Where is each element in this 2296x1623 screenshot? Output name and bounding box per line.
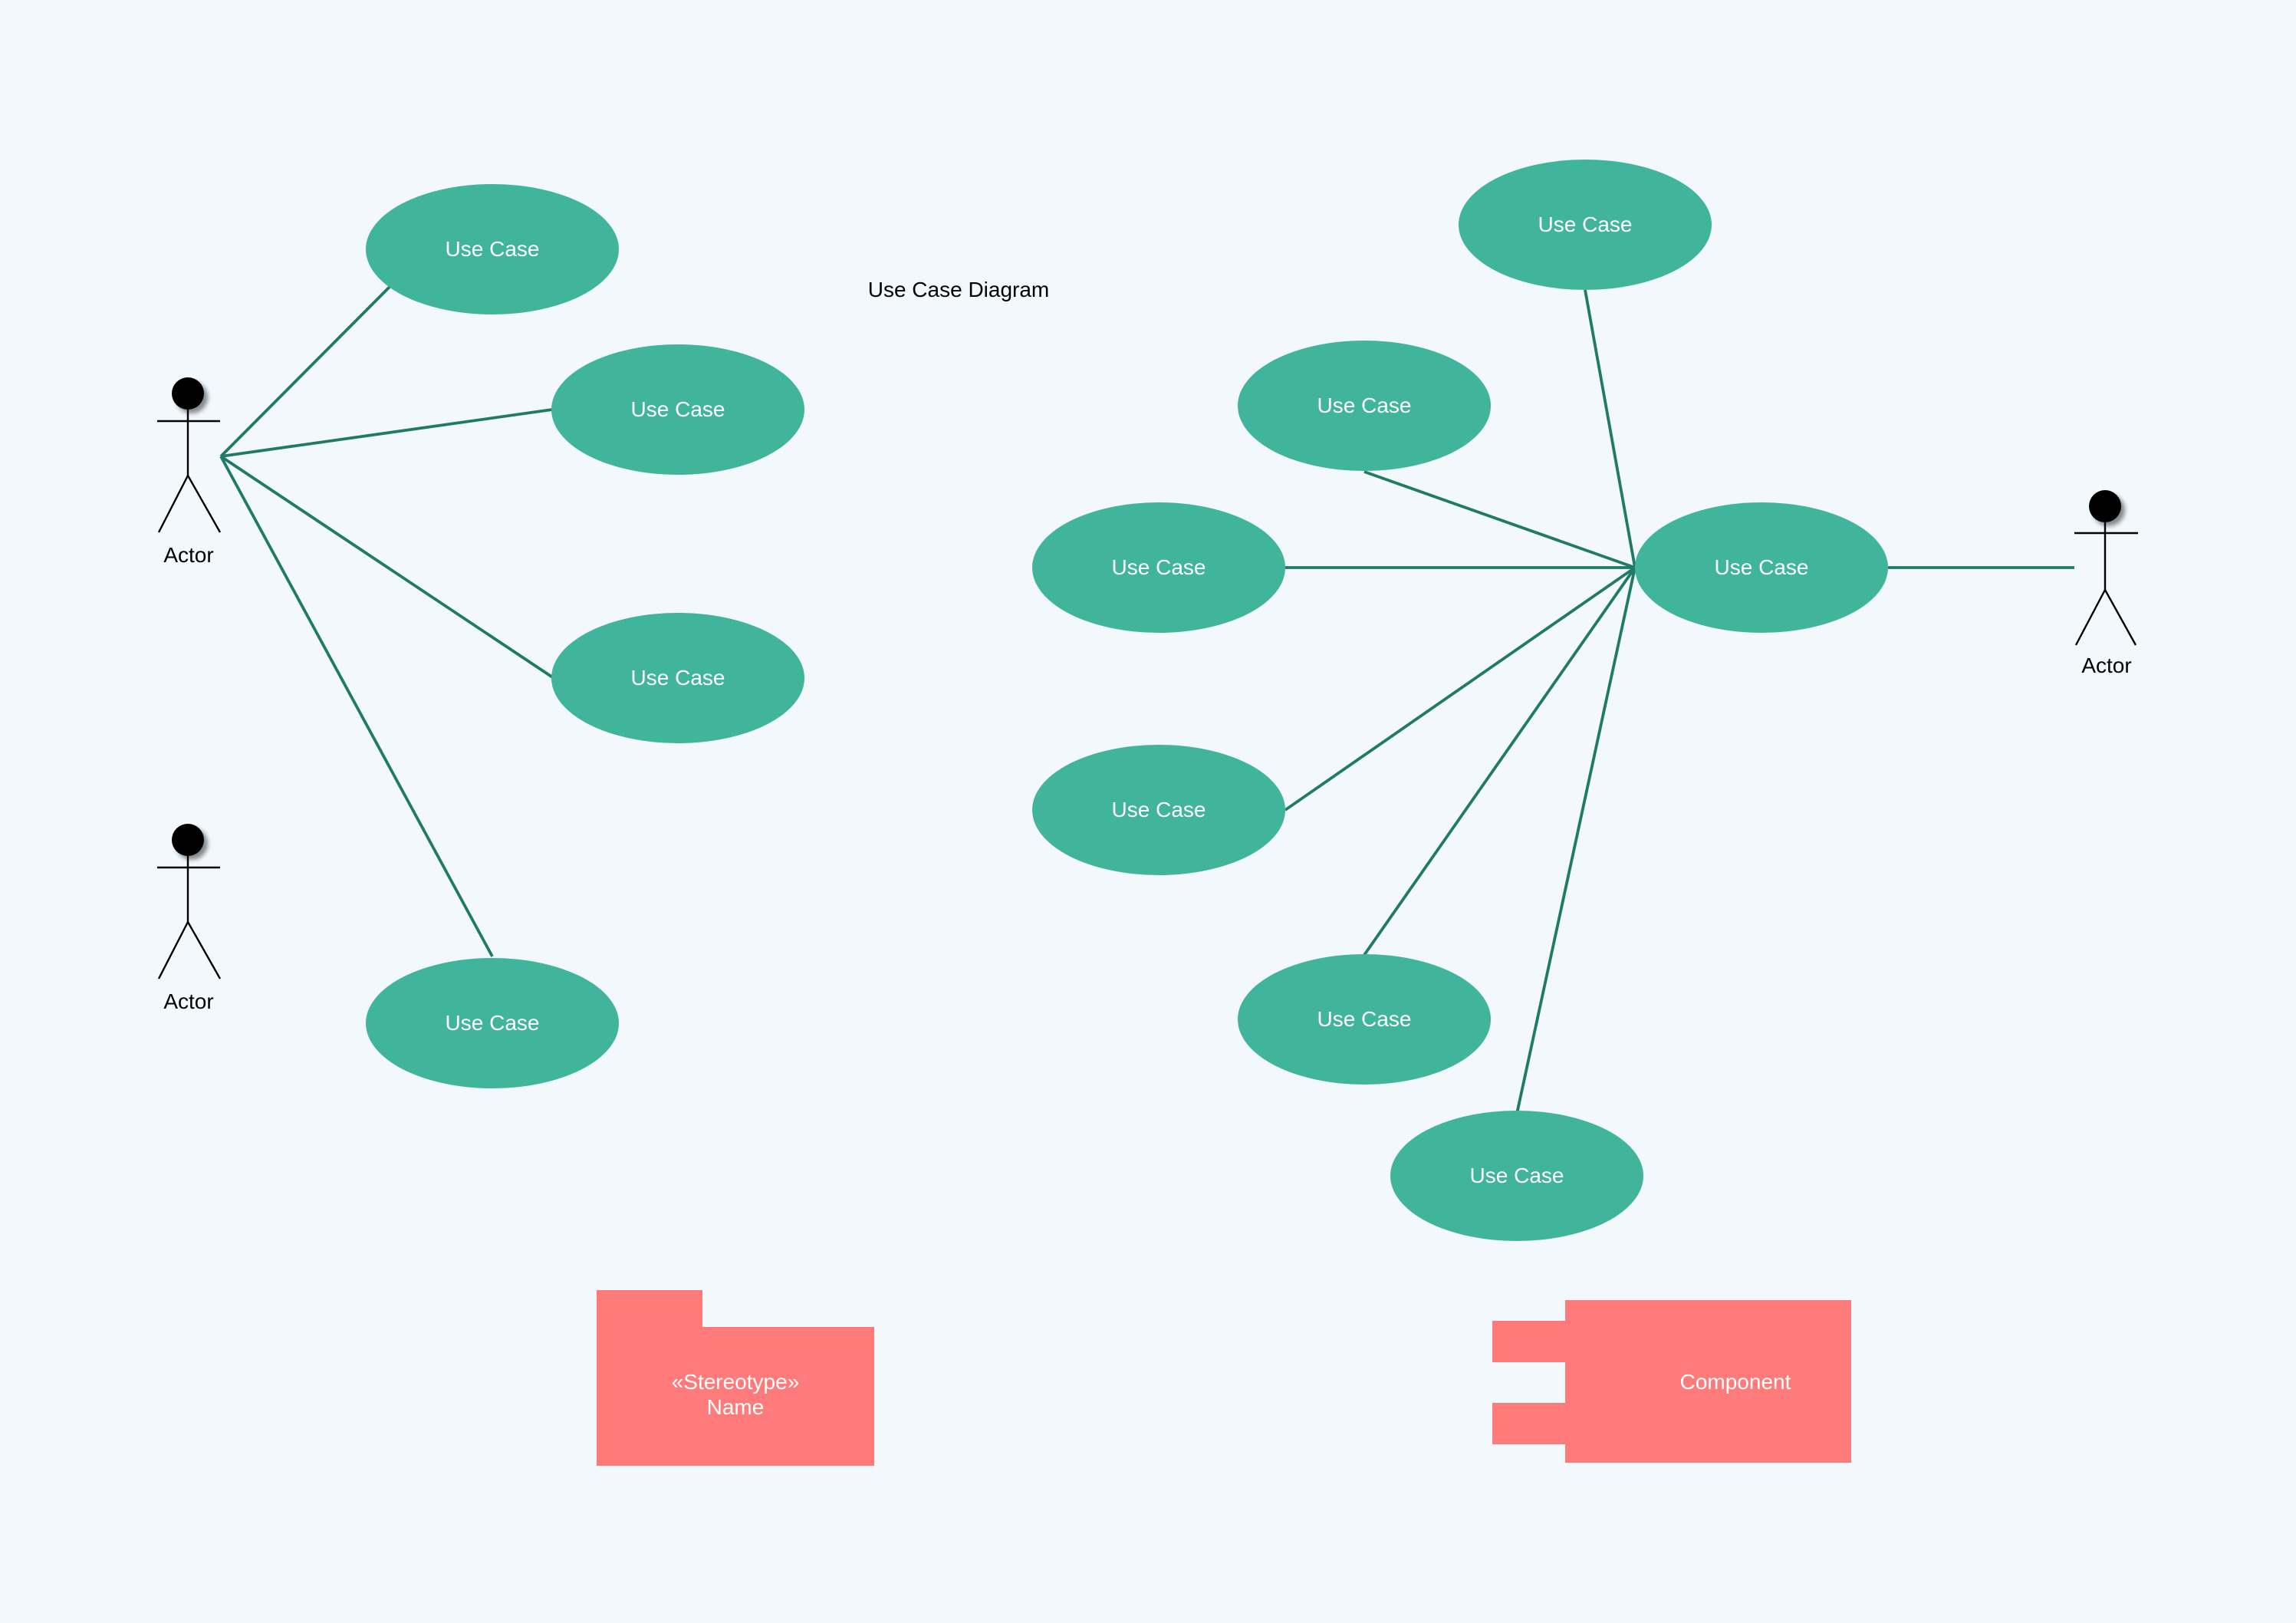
use-case-ellipse: [551, 613, 804, 743]
use-case-label: Use Case: [446, 237, 540, 261]
package-stereotype: «Stereotype»: [672, 1370, 800, 1394]
association-line[interactable]: [219, 455, 555, 680]
use-case[interactable]: Use Case: [1238, 341, 1491, 471]
use-case-label: Use Case: [1112, 798, 1206, 821]
use-case-label: Use Case: [1538, 212, 1633, 236]
actor-figure[interactable]: Actor: [157, 824, 222, 1013]
association-line[interactable]: [220, 408, 553, 458]
use-case-label: Use Case: [1112, 555, 1206, 579]
use-case-ellipse: [1635, 502, 1888, 633]
component[interactable]: Component: [1492, 1300, 1851, 1463]
actor-head-icon: [2089, 490, 2121, 522]
use-case-ellipse: [1390, 1111, 1643, 1241]
actor-left-leg: [157, 475, 189, 533]
use-case-label: Use Case: [631, 397, 725, 421]
use-case[interactable]: Use Case: [1635, 502, 1888, 633]
component-port-bottom: [1492, 1403, 1565, 1444]
package-body: [597, 1327, 874, 1466]
actor-label: Actor: [163, 989, 213, 1013]
association-line[interactable]: [1515, 567, 1636, 1114]
actor-right-leg: [186, 921, 222, 979]
use-case-ellipse: [551, 344, 804, 475]
actor-figure[interactable]: Actor: [2074, 490, 2138, 677]
use-case[interactable]: Use Case: [366, 184, 619, 314]
use-case-ellipse: [366, 958, 619, 1088]
use-case-ellipse: [366, 184, 619, 314]
use-case-label: Use Case: [446, 1011, 540, 1035]
association-line[interactable]: [1363, 470, 1636, 569]
component-label: Component: [1680, 1370, 1791, 1394]
actor-right-leg: [186, 475, 222, 533]
actor-figure[interactable]: Actor: [157, 377, 222, 567]
association-line[interactable]: [1284, 566, 1636, 812]
package[interactable]: «Stereotype» Name: [597, 1290, 874, 1466]
component-port-top: [1492, 1321, 1565, 1362]
actor-left-leg: [2074, 589, 2107, 646]
actor-right-leg: [2104, 589, 2137, 646]
use-case-ellipse: [1459, 160, 1712, 290]
use-case-label: Use Case: [1715, 555, 1809, 579]
use-case[interactable]: Use Case: [551, 344, 804, 475]
use-case-ellipse: [1238, 341, 1491, 471]
actor-head-icon: [172, 377, 204, 410]
use-case-ellipse: [1032, 745, 1285, 875]
use-case[interactable]: Use Case: [551, 613, 804, 743]
use-case[interactable]: Use Case: [1238, 954, 1491, 1085]
package-tab: [597, 1290, 702, 1328]
package-name: Name: [707, 1395, 765, 1419]
diagram-title: Use Case Diagram: [868, 278, 1050, 301]
actor-label: Actor: [2081, 653, 2131, 677]
use-case-label: Use Case: [1317, 1007, 1412, 1031]
use-case-ellipse: [1032, 502, 1285, 633]
association-line[interactable]: [219, 456, 494, 957]
use-case[interactable]: Use Case: [1459, 160, 1712, 290]
association-line[interactable]: [1584, 289, 1636, 568]
use-case-ellipse: [1238, 954, 1491, 1085]
use-case[interactable]: Use Case: [1032, 502, 1285, 633]
association-line[interactable]: [1363, 566, 1636, 956]
association-line[interactable]: [219, 284, 393, 458]
use-case[interactable]: Use Case: [366, 958, 619, 1088]
use-case[interactable]: Use Case: [1390, 1111, 1643, 1241]
component-body: [1565, 1300, 1851, 1463]
use-case[interactable]: Use Case: [1032, 745, 1285, 875]
actor-label: Actor: [163, 543, 213, 567]
use-case-label: Use Case: [1317, 393, 1412, 417]
use-case-label: Use Case: [631, 666, 725, 690]
use-case-label: Use Case: [1470, 1164, 1564, 1187]
actor-head-icon: [172, 824, 204, 856]
left-associations: [219, 284, 555, 957]
right-associations: [1284, 289, 2074, 1114]
actor-left-leg: [157, 921, 189, 979]
